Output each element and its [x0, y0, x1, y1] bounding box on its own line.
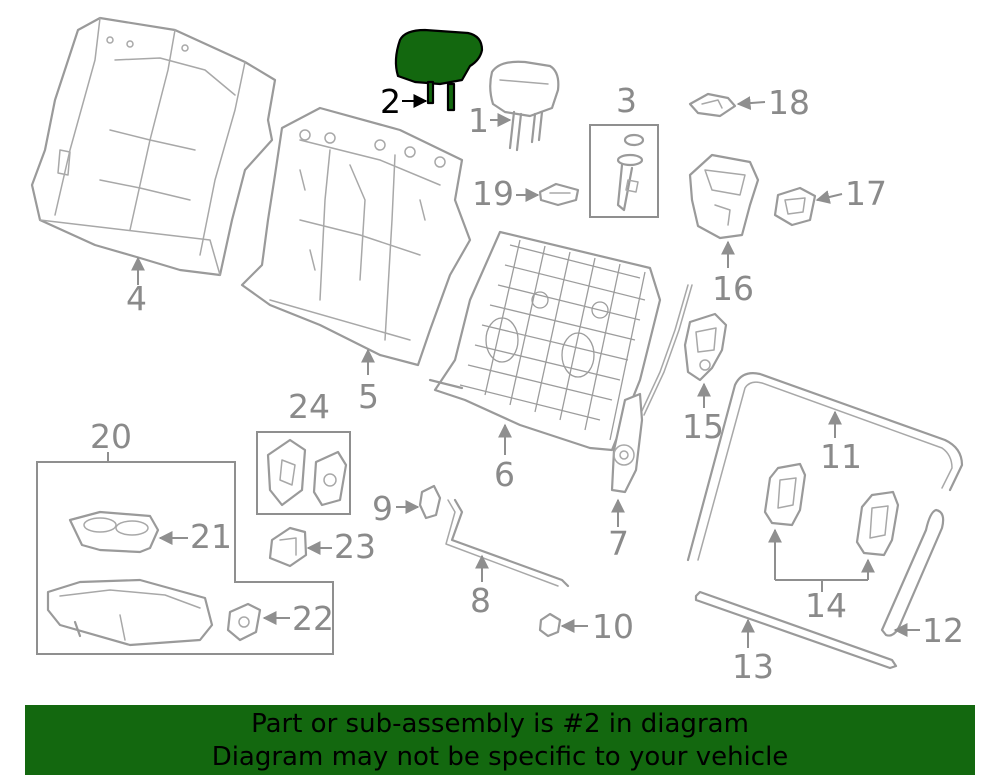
callout-17-label: 17	[845, 174, 887, 213]
part-2-headrest-highlighted[interactable]	[394, 28, 484, 112]
part-3-guide-kit[interactable]	[589, 124, 659, 218]
banner-line-2: Diagram may not be specific to your vehi…	[211, 742, 789, 772]
callout-14-label: 14	[805, 586, 847, 625]
banner-line-1: Part or sub-assembly is #2 in diagram	[251, 709, 749, 739]
callout-13-label: 13	[732, 647, 774, 686]
callout-5: 5	[358, 348, 379, 416]
part-7-latch-mechanism[interactable]	[610, 284, 693, 494]
callout-1: 1	[468, 101, 512, 140]
part-9-bracket[interactable]	[418, 484, 442, 520]
callout-8-label: 8	[470, 581, 491, 620]
part-4-seat-back-cushion[interactable]	[30, 16, 277, 277]
callout-20: 20	[90, 417, 132, 462]
callout-15: 15	[682, 382, 724, 446]
callout-17: 17	[815, 174, 887, 213]
callout-24-label: 24	[288, 387, 330, 426]
callout-2-label: 2	[380, 82, 401, 121]
callout-11-label: 11	[820, 437, 862, 476]
callout-10: 10	[560, 607, 634, 646]
callout-7-label: 7	[608, 524, 629, 563]
callout-3: 3	[616, 81, 637, 120]
part-10-nut[interactable]	[538, 612, 562, 638]
callout-3-label: 3	[616, 81, 637, 120]
part-19-grommet-plate[interactable]	[538, 182, 580, 207]
part-13-lower-strip[interactable]	[694, 590, 898, 670]
callout-6: 6	[494, 423, 515, 494]
callout-9: 9	[372, 489, 420, 528]
callout-20-label: 20	[90, 417, 132, 456]
callout-4: 4	[126, 256, 147, 318]
part-21-cup-holder[interactable]	[68, 510, 160, 554]
callout-23-label: 23	[334, 527, 376, 566]
part-24-bracket-set[interactable]	[256, 431, 351, 515]
callout-8: 8	[470, 554, 491, 620]
callout-7: 7	[608, 498, 629, 563]
callout-11: 11	[820, 410, 862, 476]
callout-5-label: 5	[358, 377, 379, 416]
callout-9-label: 9	[372, 489, 393, 528]
part-1-headrest[interactable]	[489, 60, 560, 152]
callout-19-label: 19	[472, 174, 514, 213]
part-8-rod[interactable]	[445, 498, 570, 588]
part-5-seat-back-frame[interactable]	[240, 106, 472, 367]
parts-diagram: 4 5 2 1	[30, 16, 964, 686]
part-11-wire-frame[interactable]	[686, 372, 964, 562]
part-6-seat-frame[interactable]	[428, 230, 662, 452]
callout-14: 14	[768, 528, 875, 625]
callout-16: 16	[712, 240, 754, 308]
callout-1-label: 1	[468, 101, 489, 140]
part-14-guides[interactable]	[763, 462, 900, 557]
part-17-latch-cover[interactable]	[773, 186, 817, 227]
callout-15-label: 15	[682, 407, 724, 446]
callout-19: 19	[472, 174, 540, 213]
part-16-bezel[interactable]	[688, 153, 760, 240]
callout-12-label: 12	[922, 611, 964, 650]
part-20-armrest-assembly[interactable]	[36, 461, 334, 655]
part-18-clip[interactable]	[688, 92, 737, 118]
callout-21-label: 21	[190, 517, 232, 556]
part-12-trim-strip[interactable]	[880, 508, 945, 637]
callout-6-label: 6	[494, 455, 515, 494]
callout-22: 22	[262, 599, 334, 638]
callout-22-label: 22	[292, 599, 334, 638]
callout-16-label: 16	[712, 269, 754, 308]
callout-2: 2	[380, 82, 428, 121]
callout-24: 24	[288, 387, 330, 426]
callout-21: 21	[158, 517, 232, 556]
callout-18-label: 18	[768, 83, 810, 122]
part-22-bracket[interactable]	[226, 602, 262, 642]
callout-13: 13	[732, 618, 774, 686]
info-banner: Part or sub-assembly is #2 in diagram Di…	[25, 705, 975, 775]
callout-18: 18	[736, 83, 810, 122]
callout-12: 12	[893, 611, 964, 650]
callout-23: 23	[306, 527, 376, 566]
callout-4-label: 4	[126, 279, 147, 318]
callout-10-label: 10	[592, 607, 634, 646]
part-15-latch[interactable]	[683, 312, 728, 382]
part-23-cap[interactable]	[268, 526, 308, 568]
